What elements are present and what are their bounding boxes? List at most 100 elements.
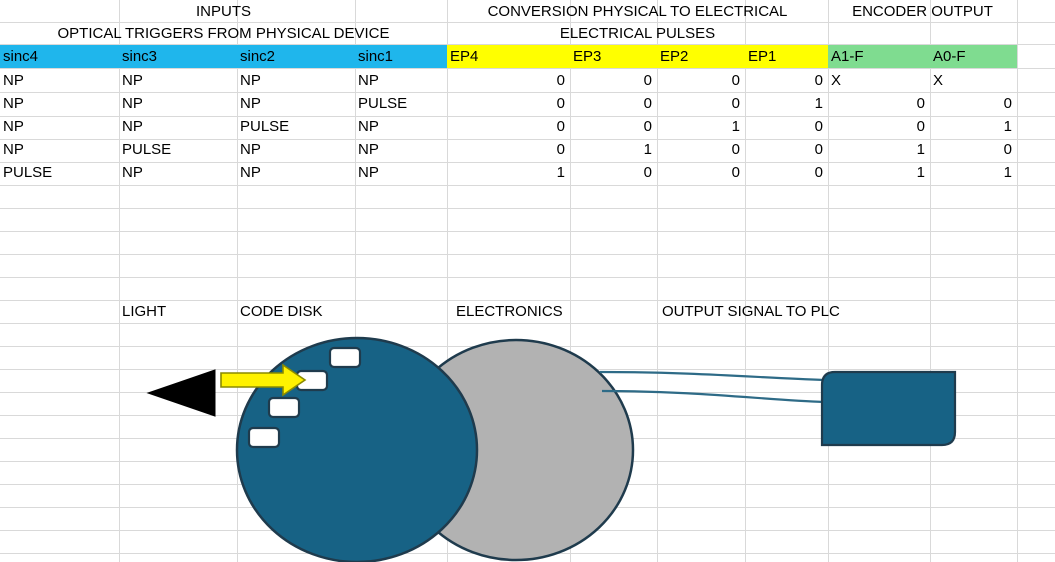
table-cell: 0 [731, 164, 740, 181]
grid-line-horizontal [0, 44, 1055, 45]
table-cell: PULSE [122, 141, 172, 158]
pulses-header-band [447, 45, 828, 68]
table-cell: NP [122, 118, 143, 135]
table-cell: 0 [814, 118, 823, 135]
table-cell: 0 [556, 141, 565, 158]
grid-line-horizontal [0, 116, 1055, 117]
table-cell: 0 [643, 72, 652, 89]
table-cell: NP [240, 72, 261, 89]
grid-line-vertical [828, 0, 829, 562]
column-header-ep2: EP2 [660, 48, 689, 65]
table-cell: NP [122, 72, 143, 89]
grid-line-horizontal [0, 231, 1055, 232]
table-cell: 0 [731, 72, 740, 89]
optical-header-band [0, 45, 447, 68]
grid-line-horizontal [0, 415, 1055, 416]
subtitle-optical-triggers: OPTICAL TRIGGERS FROM PHYSICAL DEVICE [57, 25, 390, 42]
table-cell: 0 [814, 164, 823, 181]
column-header-a0f: A0-F [933, 48, 966, 65]
title-conversion: CONVERSION PHYSICAL TO ELECTRICAL [487, 3, 788, 20]
table-cell: PULSE [240, 118, 290, 135]
table-cell: 0 [731, 141, 740, 158]
code-slot-2 [295, 369, 329, 392]
grid-line-vertical [657, 0, 658, 562]
grid-line-horizontal [0, 139, 1055, 140]
grid-line-vertical [930, 0, 931, 562]
plc-box [820, 370, 957, 447]
grid-line-horizontal [0, 254, 1055, 255]
column-header-ep3: EP3 [573, 48, 602, 65]
table-cell: NP [358, 164, 379, 181]
table-cell: 0 [916, 95, 925, 112]
table-cell: 0 [643, 95, 652, 112]
table-cell: 1 [916, 164, 925, 181]
table-cell: 0 [814, 141, 823, 158]
output-wire-top [599, 370, 825, 382]
grid-line-horizontal [0, 208, 1055, 209]
grid-line-horizontal [0, 68, 1055, 69]
encoder-header-band [828, 45, 1017, 68]
light-source-triangle-icon [146, 369, 216, 417]
grid-line-horizontal [0, 185, 1055, 186]
grid-line-horizontal [0, 530, 1055, 531]
table-cell: 1 [1003, 118, 1012, 135]
grid-line-vertical [1017, 0, 1018, 562]
table-cell: 0 [556, 95, 565, 112]
table-cell: 0 [814, 72, 823, 89]
table-cell: NP [3, 95, 24, 112]
subtitle-electrical-pulses: ELECTRICAL PULSES [559, 25, 716, 42]
grid-line-vertical [119, 0, 120, 562]
table-cell: 1 [916, 141, 925, 158]
table-cell: PULSE [3, 164, 53, 181]
table-cell: NP [240, 141, 261, 158]
grid-line-horizontal [0, 484, 1055, 485]
table-cell: 0 [556, 118, 565, 135]
table-cell: 0 [731, 95, 740, 112]
table-cell: NP [358, 118, 379, 135]
table-cell: NP [240, 95, 261, 112]
diagram-label-output-signal: OUTPUT SIGNAL TO PLC [662, 303, 840, 320]
grid-line-horizontal [0, 438, 1055, 439]
grid-line-horizontal [0, 392, 1055, 393]
code-disk-ellipse [235, 336, 479, 562]
table-cell: 1 [731, 118, 740, 135]
grid-line-vertical [570, 0, 571, 562]
table-cell: X [933, 72, 944, 89]
grid-line-horizontal [0, 323, 1055, 324]
grid-line-horizontal [0, 162, 1055, 163]
grid-line-horizontal [0, 553, 1055, 554]
table-cell: 0 [556, 72, 565, 89]
title-inputs: INPUTS [195, 3, 251, 20]
column-header-ep4: EP4 [450, 48, 479, 65]
table-cell: 0 [643, 164, 652, 181]
grid-line-horizontal [0, 22, 1055, 23]
grid-line-horizontal [0, 92, 1055, 93]
column-header-a1f: A1-F [831, 48, 864, 65]
column-header-sinc4: sinc4 [3, 48, 39, 65]
table-cell: NP [122, 95, 143, 112]
table-cell: NP [122, 164, 143, 181]
table-cell: 0 [916, 118, 925, 135]
grid-line-horizontal [0, 300, 1055, 301]
grid-line-horizontal [0, 369, 1055, 370]
table-cell: 1 [643, 141, 652, 158]
table-cell: NP [240, 164, 261, 181]
table-cell: 1 [1003, 164, 1012, 181]
diagram-label-electronics: ELECTRONICS [456, 303, 563, 320]
grid-line-vertical [745, 0, 746, 562]
table-cell: PULSE [358, 95, 408, 112]
diagram-label-light: LIGHT [122, 303, 167, 320]
grid-line-vertical [447, 0, 448, 562]
table-cell: NP [358, 72, 379, 89]
table-cell: 0 [1003, 95, 1012, 112]
column-header-sinc2: sinc2 [240, 48, 276, 65]
grid-line-vertical [237, 0, 238, 562]
table-cell: NP [3, 118, 24, 135]
column-header-sinc1: sinc1 [358, 48, 394, 65]
table-cell: 0 [643, 118, 652, 135]
column-header-sinc3: sinc3 [122, 48, 158, 65]
grid-line-vertical [355, 0, 356, 562]
table-cell: NP [358, 141, 379, 158]
table-cell: X [831, 72, 842, 89]
